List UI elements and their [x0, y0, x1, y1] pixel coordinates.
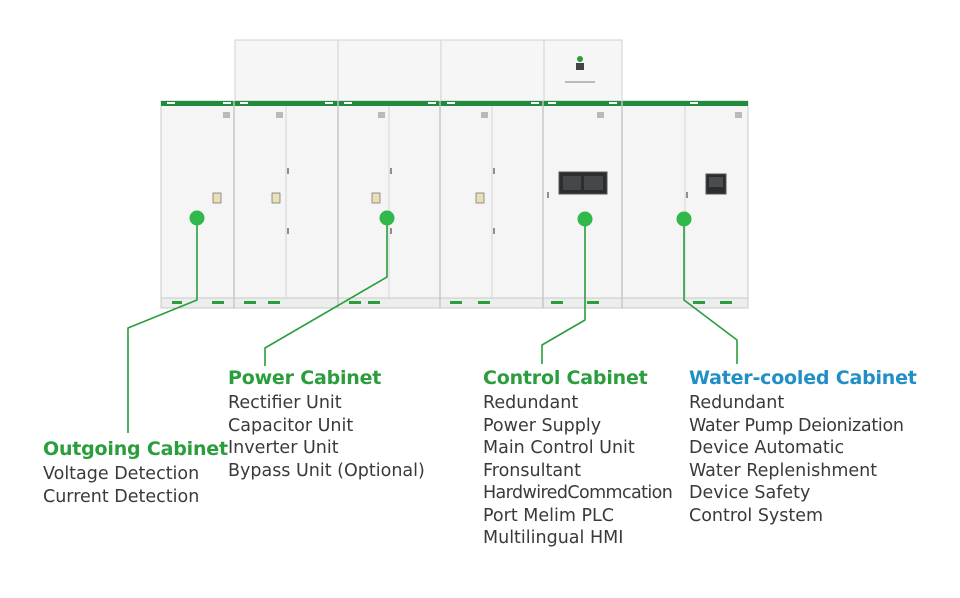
water-cooled-cabinet-title: Water-cooled Cabinet [689, 367, 917, 389]
water-item-3: Device Automatic [689, 438, 845, 458]
control-item-6: Port Melim PLC [483, 505, 614, 526]
power-item-capacitor: Capacitor Unit [228, 415, 354, 436]
leader-power [264, 218, 388, 366]
water-item-2: Water Pump Deionization [689, 415, 904, 436]
callout-dots [189, 210, 692, 227]
power-cabinet-label: Power Cabinet Rectifier Unit Capacitor U… [228, 367, 425, 482]
dot-power [379, 210, 395, 226]
water-item-1: Redundant [689, 393, 785, 413]
water-item-5: Device Safety [689, 483, 811, 503]
control-item-7: Multilingual HMI [483, 528, 624, 548]
water-cooled-cabinet-label: Water-cooled Cabinet Redundant Water Pum… [689, 367, 917, 527]
water-item-4: Water Replenishment [689, 460, 878, 481]
cabinet-row [160, 100, 749, 309]
control-item-5: HardwiredCommcation [483, 483, 673, 503]
callout-lines [127, 218, 738, 433]
control-cabinet-label: Control Cabinet Redundant Power Supply M… [483, 367, 673, 550]
leader-outgoing [127, 218, 198, 433]
control-cabinet-title: Control Cabinet [483, 367, 648, 389]
outgoing-cabinet-title: Outgoing Cabinet [43, 438, 228, 460]
roof-enclosures [234, 39, 623, 103]
control-item-4: Fronsultant [483, 460, 582, 481]
leader-water [683, 219, 738, 364]
hmi-screen-water [705, 173, 727, 195]
power-cabinet-title: Power Cabinet [228, 367, 382, 389]
power-item-rectifier: Rectifier Unit [228, 393, 342, 413]
power-item-bypass: Bypass Unit (Optional) [228, 460, 425, 481]
outgoing-item-current: Current Detection [43, 486, 200, 507]
leader-control [541, 219, 586, 364]
logo-badge-icon [576, 56, 584, 70]
outgoing-cabinet-label: Outgoing Cabinet Voltage Detection Curre… [43, 438, 228, 508]
dot-control [577, 211, 593, 227]
power-item-inverter: Inverter Unit [228, 438, 339, 458]
control-item-3: Main Control Unit [483, 438, 635, 458]
indicator-panels [212, 192, 485, 204]
control-item-1: Redundant [483, 393, 579, 413]
control-item-2: Power Supply [483, 415, 602, 436]
dot-outgoing [189, 210, 205, 226]
outgoing-item-voltage: Voltage Detection [43, 464, 200, 484]
water-item-6: Control System [689, 505, 824, 526]
dot-water [676, 211, 692, 227]
hmi-screen-control [558, 171, 608, 195]
